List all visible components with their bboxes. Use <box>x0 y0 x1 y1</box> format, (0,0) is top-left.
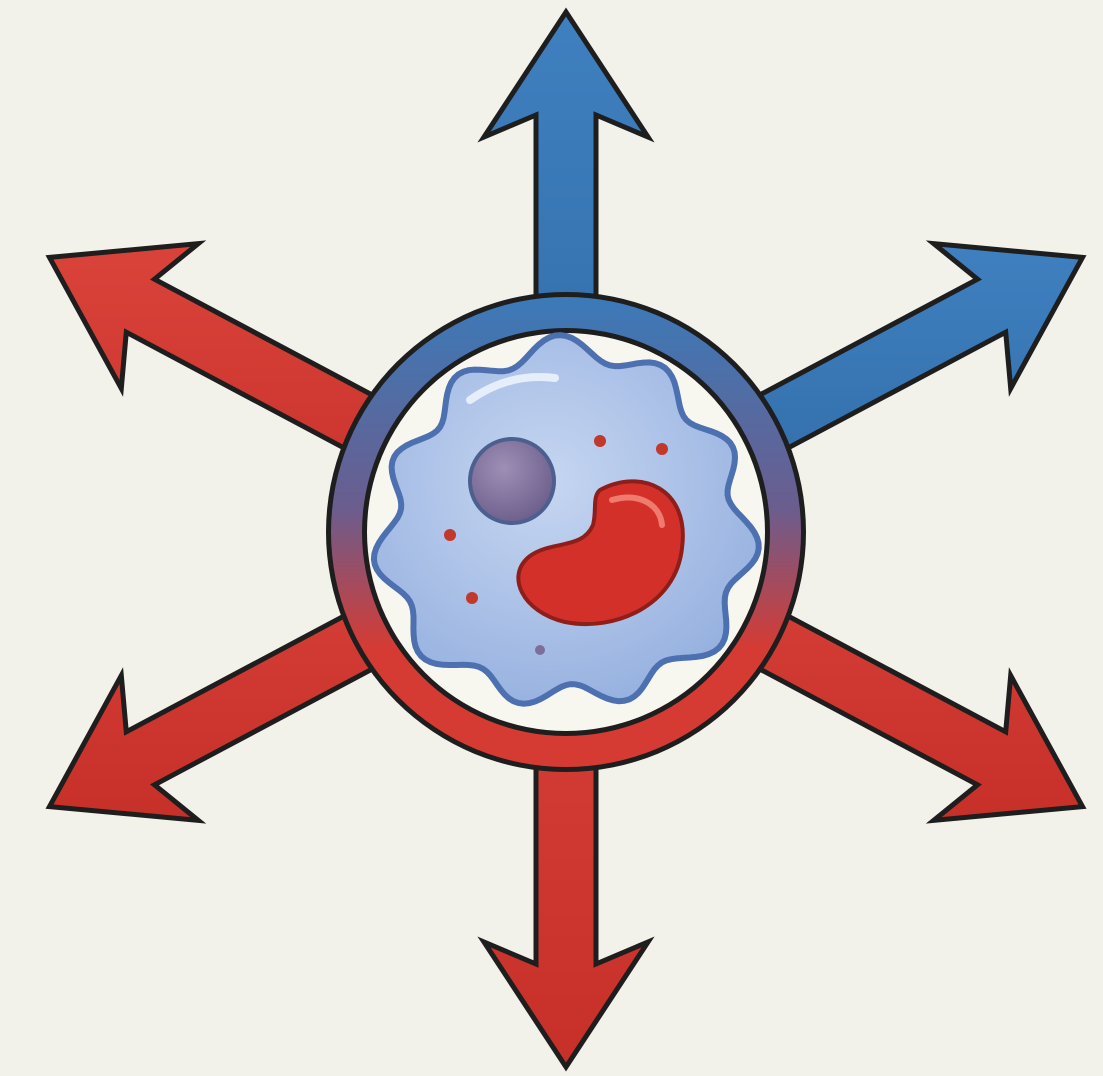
granule <box>444 529 456 541</box>
granule <box>656 443 668 455</box>
organelle <box>470 439 554 523</box>
granule <box>594 435 606 447</box>
granule <box>466 592 478 604</box>
granule <box>535 645 545 655</box>
